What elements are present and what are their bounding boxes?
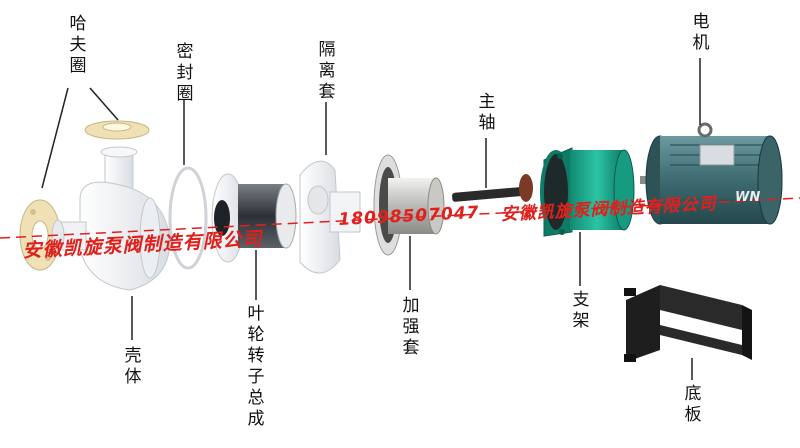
leader-lines <box>41 58 701 380</box>
seal-ring-part <box>168 166 208 270</box>
banner-dash-line <box>0 197 800 239</box>
label-motor: 电机 <box>692 12 710 53</box>
add-sleeve-part <box>373 154 445 256</box>
leader-hafu-top <box>89 87 119 121</box>
label-seal-ring: 密封圈 <box>176 42 194 104</box>
label-base-plate: 底板 <box>684 384 702 425</box>
base-plate-part <box>624 285 752 362</box>
bracket-part <box>540 147 635 237</box>
label-hafu-ring: 哈夫圈 <box>69 14 87 76</box>
isolation-sleeve-part <box>299 160 361 274</box>
label-bracket: 支架 <box>572 290 590 331</box>
label-casing: 壳体 <box>124 346 142 387</box>
casing-part <box>51 146 171 291</box>
leader-hafu-left <box>41 87 69 189</box>
label-impeller-rotor: 叶轮转子总成 <box>247 304 265 429</box>
label-add-sleeve: 加强套 <box>402 296 420 358</box>
motor-logo: WN <box>735 190 761 205</box>
impeller-rotor-part <box>211 173 297 263</box>
main-shaft-part <box>452 174 533 202</box>
label-main-shaft: 主轴 <box>478 92 496 133</box>
label-isolation-sleeve: 隔离套 <box>318 40 336 102</box>
hafu-ring-top-part <box>84 120 150 140</box>
motor-part <box>640 122 783 225</box>
